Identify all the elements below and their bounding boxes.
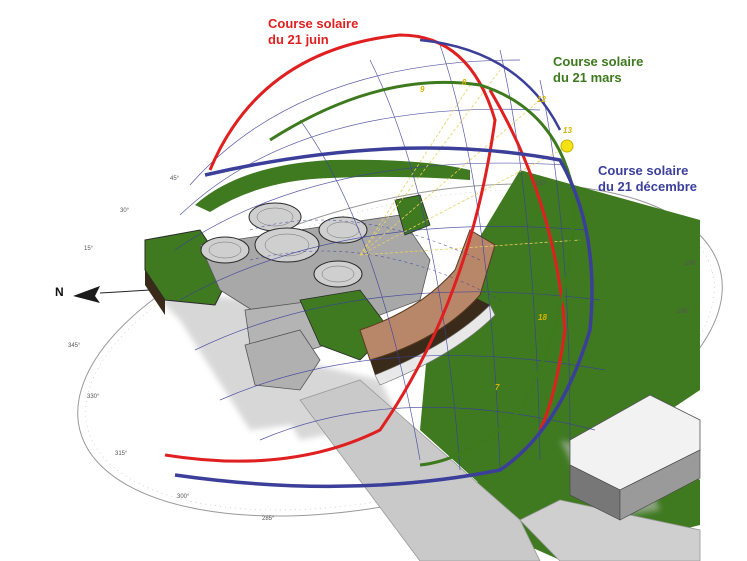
domes <box>200 202 368 288</box>
hour-9: 9 <box>420 85 425 94</box>
label-march-line1: Course solaire <box>553 54 644 69</box>
sun-icon <box>560 139 574 153</box>
compass-degree-labels: 45° 30° 15° 345° 330° 315° 300° 285° 195… <box>68 176 698 522</box>
compass-ring-inner <box>85 189 715 511</box>
label-march: Course solaire du 21 mars <box>553 54 643 86</box>
label-june-line1: Course solaire <box>268 16 359 31</box>
deg-195: 195° <box>677 309 690 315</box>
road <box>299 379 541 561</box>
deg-285: 285° <box>262 516 275 522</box>
label-june-line2: du 21 juin <box>268 32 329 47</box>
hour-markers: 12 13 18 7 8 9 <box>420 78 572 392</box>
dome-left <box>200 236 250 264</box>
north-label: N <box>55 285 64 299</box>
june-sun-course-east <box>488 89 567 431</box>
march-sun-course <box>269 80 577 467</box>
building-south <box>244 329 321 391</box>
label-december-line1: Course solaire <box>598 163 689 178</box>
deg-150: 150° <box>535 181 548 187</box>
grass-top-arc <box>195 159 470 212</box>
december-sun-course-outer <box>419 38 562 131</box>
hour-13: 13 <box>563 126 572 135</box>
deg-45: 45° <box>170 176 180 182</box>
hour-18: 18 <box>538 313 547 322</box>
building-west-wing-wall <box>145 270 165 315</box>
december-sun-course <box>174 146 594 489</box>
deg-330: 330° <box>87 394 100 400</box>
deg-30: 30° <box>120 208 130 214</box>
sun-path-grid-dashed <box>249 219 501 301</box>
label-december: Course solaire du 21 décembre <box>598 163 697 195</box>
hour-8: 8 <box>462 78 467 87</box>
north-arrow <box>73 286 151 303</box>
label-december-line2: du 21 décembre <box>598 179 697 194</box>
hour-7: 7 <box>495 383 500 392</box>
building-block-east-wall-2 <box>619 449 701 521</box>
dome-bottom <box>313 260 363 288</box>
dome-center <box>254 227 320 263</box>
label-june: Course solaire du 21 juin <box>268 16 358 48</box>
june-sun-course <box>164 33 497 463</box>
deg-345: 345° <box>68 343 81 349</box>
deg-15: 15° <box>84 246 94 252</box>
hour-12: 12 <box>537 95 546 104</box>
dome-right <box>318 216 368 244</box>
deg-180: 180° <box>685 261 698 267</box>
road-right <box>519 499 701 561</box>
deg-315: 315° <box>115 451 128 457</box>
deg-300: 300° <box>177 494 190 500</box>
label-march-line2: du 21 mars <box>553 70 622 85</box>
